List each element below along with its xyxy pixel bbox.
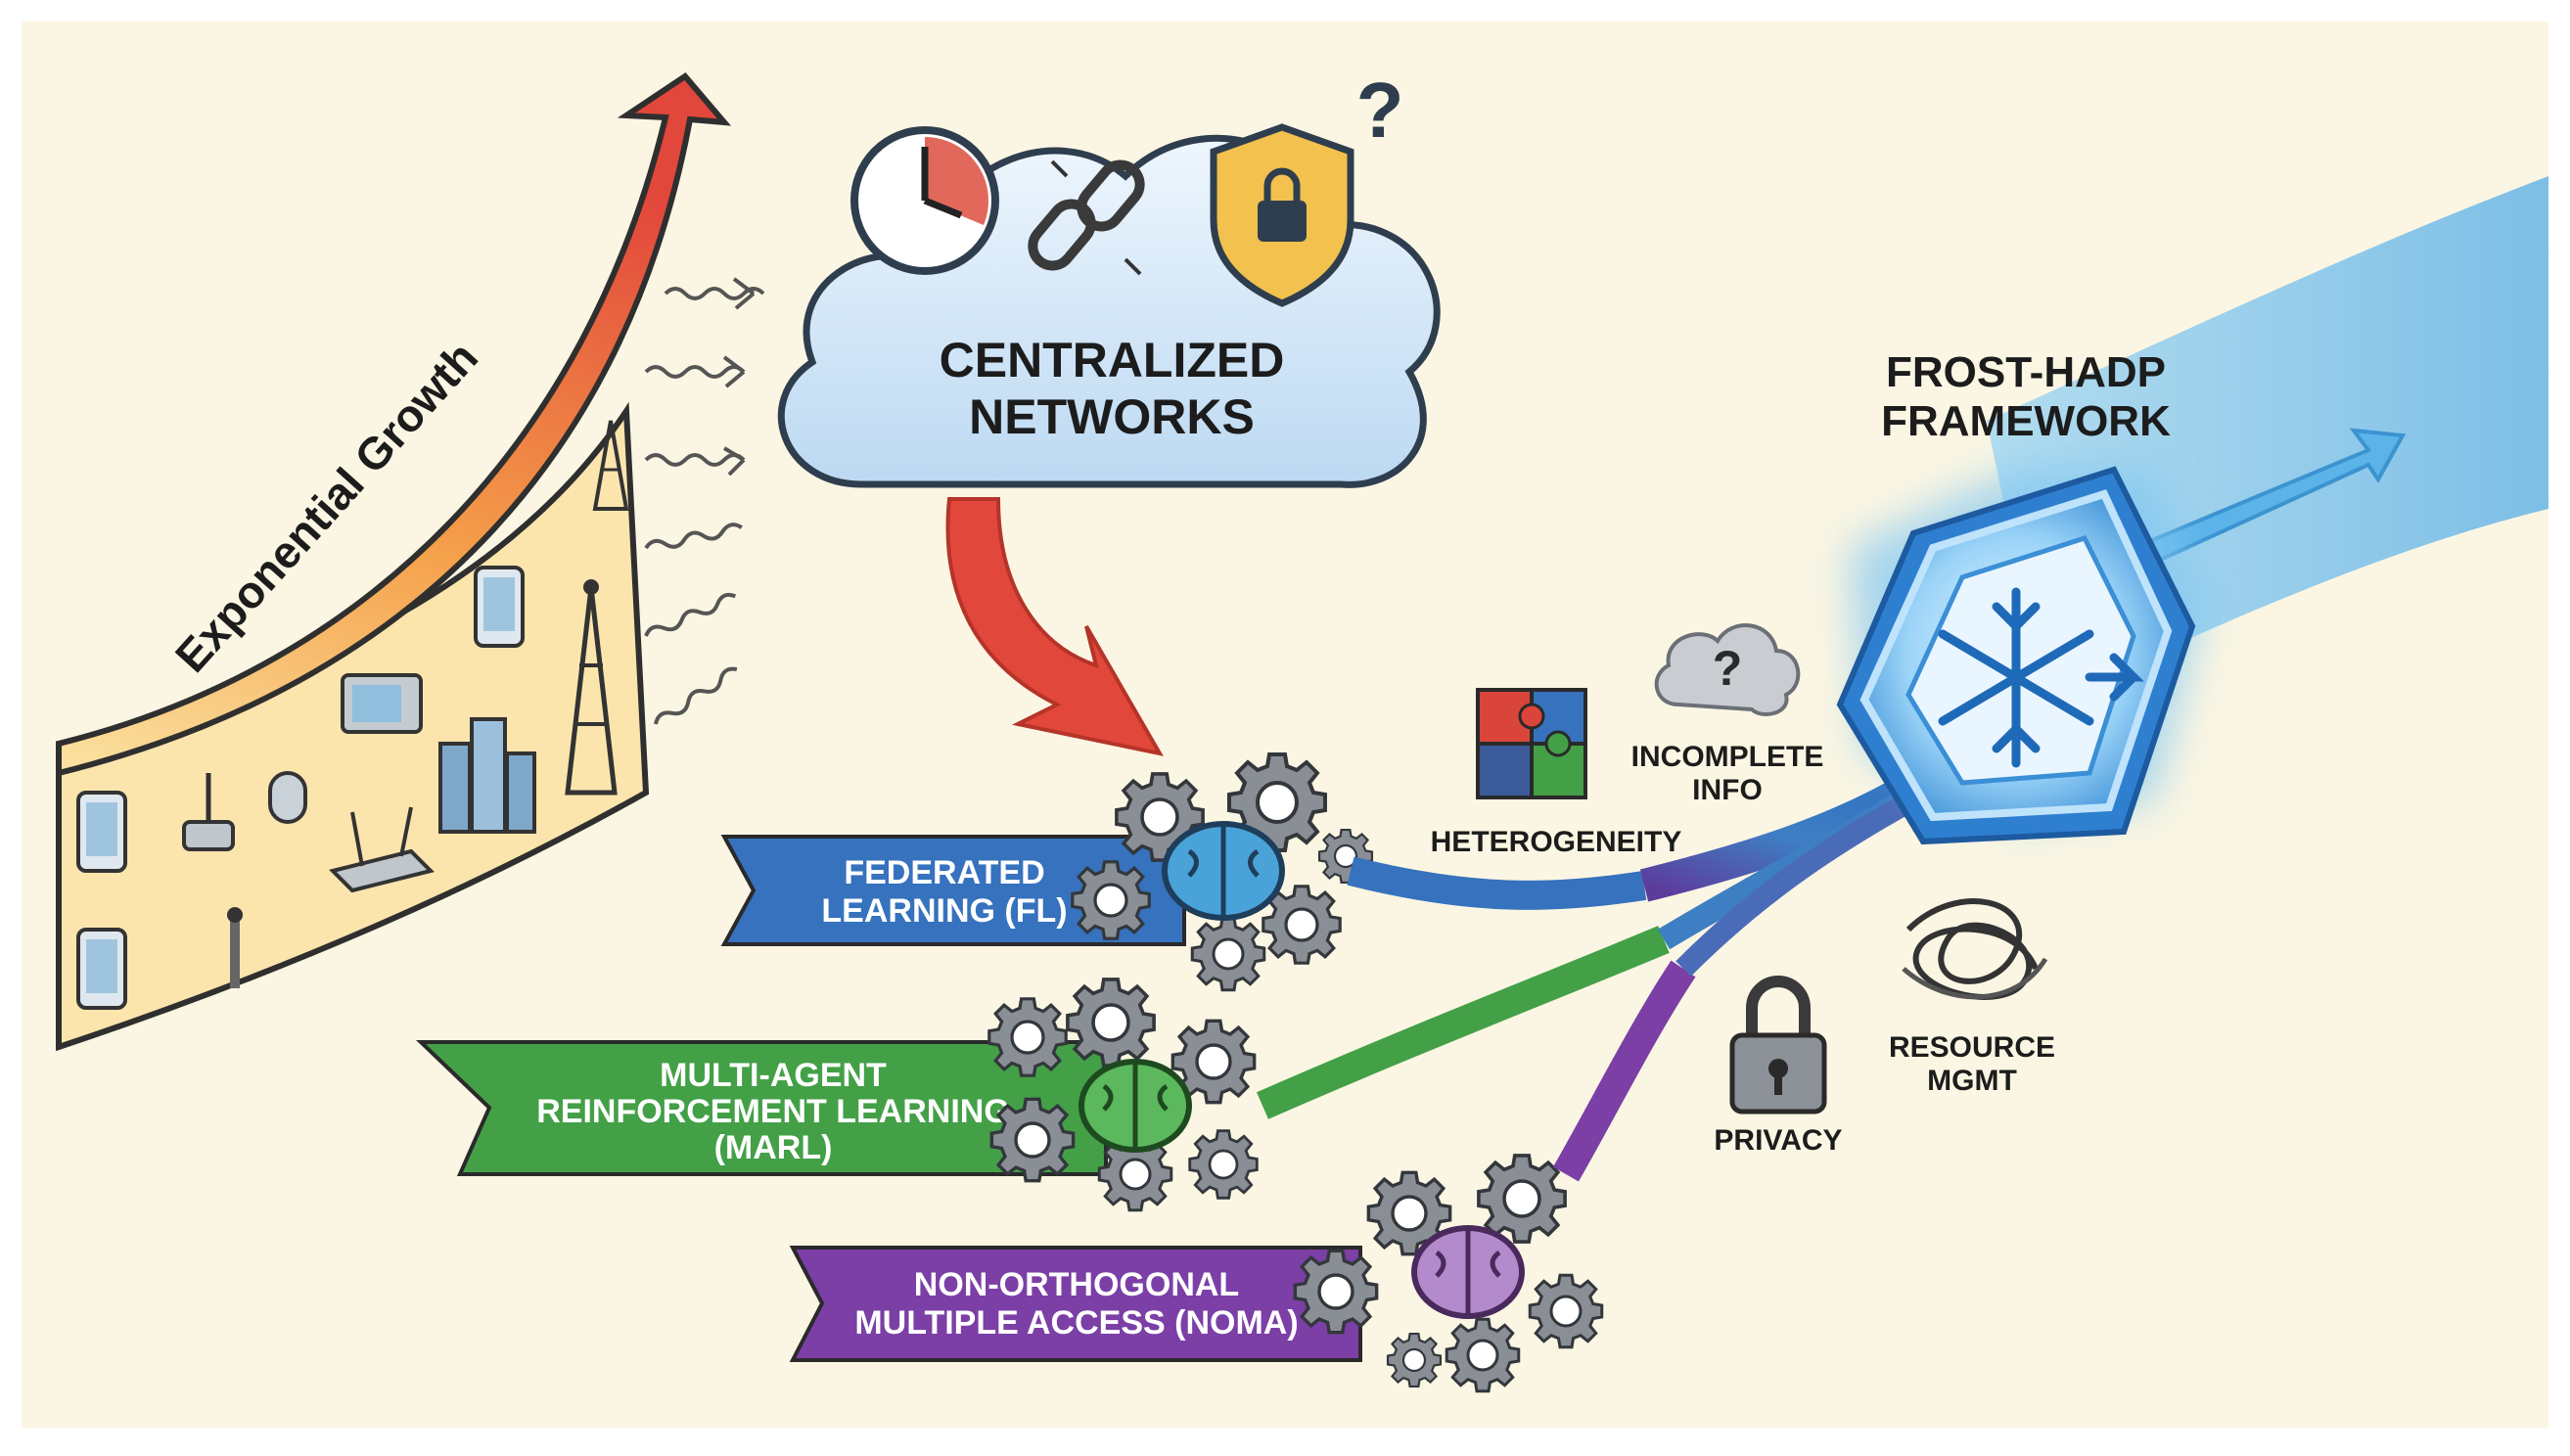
gear-cluster-fl [1071,752,1374,992]
challenge-incomplete-line2: INFO [1692,774,1763,806]
tower-icon [592,420,629,511]
banner-marl-line1: MULTI-AGENT [660,1057,887,1094]
gear-cluster-noma [1293,1154,1604,1393]
mouse-icon [268,771,307,824]
banner-marl-line3: (MARL) [714,1129,833,1166]
padlock-icon [1729,976,1827,1115]
broken-link-icon [1028,159,1145,276]
banner-noma: NON-ORTHOGONAL MULTIPLE ACCESS (NOMA) [789,1246,1362,1362]
clock-icon [850,126,999,275]
city-icon [438,717,536,834]
challenge-heterogeneity: HETEROGENEITY [1431,826,1682,858]
antenna-icon [227,907,243,988]
challenge-resource-line1: RESOURCE [1889,1031,2055,1064]
brain-icon [1411,1225,1525,1319]
smartphone-icon [76,928,127,1010]
device-icons [76,420,629,1010]
framework-hexagon [1836,466,2202,845]
tv-icon [341,673,423,734]
challenge-incomplete-line1: INCOMPLETE [1631,741,1824,773]
banner-noma-line2: MULTIPLE ACCESS (NOMA) [854,1304,1298,1342]
framework-title-line1: FROST-HADP [1886,348,2166,396]
puzzle-icon [1476,688,1587,799]
banner-marl-line2: REINFORCEMENT LEARNING [536,1093,1010,1130]
cloud-question-icon [1654,623,1801,716]
smartphone-icon [76,791,127,873]
banner-fl-line2: LEARNING (FL) [821,892,1067,930]
gear-cluster-marl [987,978,1259,1212]
router-icon [182,773,235,851]
challenge-privacy: PRIVACY [1714,1124,1842,1157]
snowflake-icon [1938,587,2144,768]
question-icon: ? [1713,641,1743,696]
brain-icon [1162,821,1285,921]
banner-fl: FEDERATED LEARNING (FL) [720,835,1186,946]
banner-marl: MULTI-AGENT REINFORCEMENT LEARNING (MARL… [416,1040,1108,1176]
tower-icon [565,579,618,796]
cloud-title-line1: CENTRALIZED [940,333,1285,387]
cloud-down-arrow [945,497,1164,756]
framework-title-line2: FRAMEWORK [1881,397,2171,445]
banner-fl-line1: FEDERATED [844,854,1044,891]
challenge-resource-line2: MGMT [1927,1065,2017,1097]
banner-noma-line1: NON-ORTHOGONAL [914,1266,1239,1303]
growth-arrow [56,72,732,777]
signal-waves [641,277,765,731]
question-icon: ? [1356,67,1404,154]
router-icon [329,806,435,893]
smartphone-icon [474,566,525,648]
shield-lock-icon [1210,123,1354,307]
brain-icon [1078,1059,1192,1153]
tangle-icon [1902,898,2048,1000]
cloud-title-line2: NETWORKS [969,389,1255,444]
